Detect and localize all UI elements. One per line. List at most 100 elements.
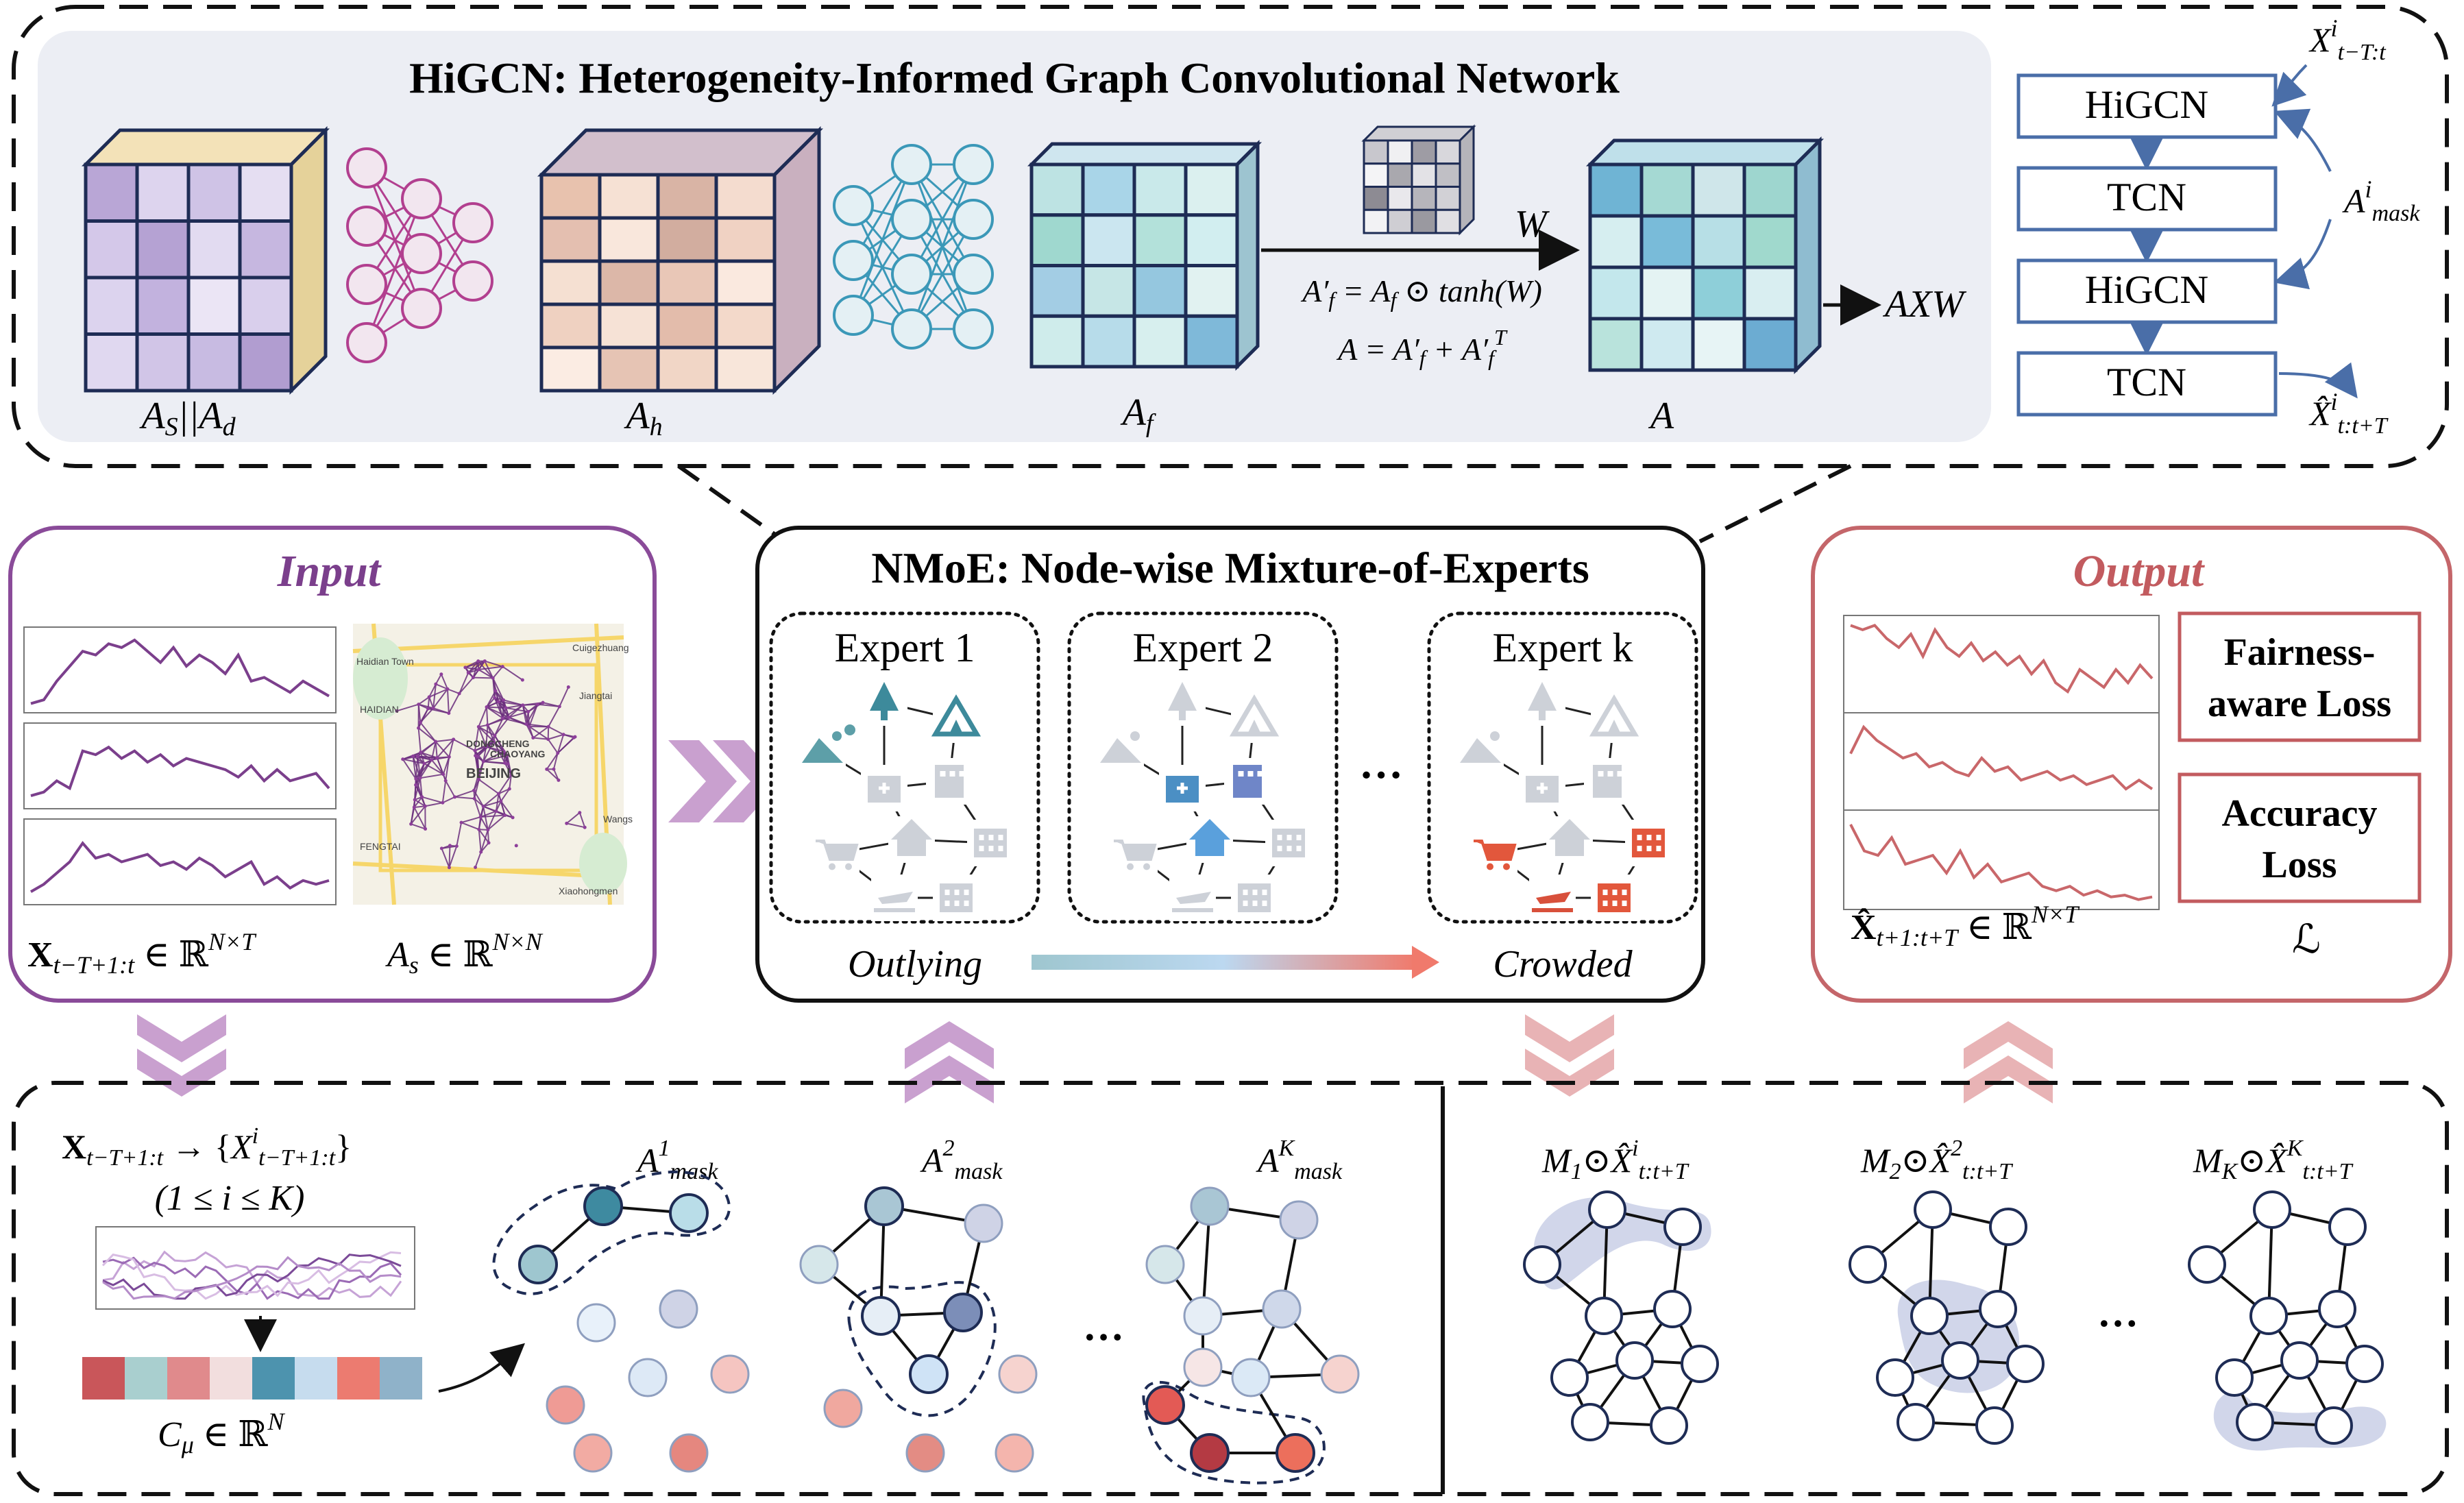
- matrix-cell: [1029, 162, 1085, 217]
- cmu-cell: [337, 1357, 380, 1400]
- cube-af: [1027, 139, 1263, 371]
- matrix-cell: [1435, 186, 1461, 211]
- neuron: [953, 254, 994, 295]
- mask-label: AKmask: [1256, 1136, 1343, 1184]
- matrix-cell: [1184, 213, 1239, 267]
- matrix-cell: [1411, 208, 1437, 234]
- matrix-cell: [1387, 162, 1413, 188]
- graph-node: [1571, 1403, 1609, 1441]
- neuron: [346, 147, 387, 188]
- graph-node: [1279, 1200, 1319, 1240]
- graph-node: [573, 1433, 613, 1473]
- matrix-cell: [1184, 264, 1239, 318]
- house-icon: [891, 819, 932, 856]
- graph-node: [2253, 1190, 2291, 1229]
- matrix-cell: [1411, 162, 1437, 188]
- graph-node: [1910, 1297, 1949, 1335]
- graph-node: [2315, 1406, 2353, 1445]
- map-label: Cuigezhuang: [572, 642, 629, 653]
- map-label: Xiaohongmen: [559, 885, 618, 896]
- label-a: A: [1648, 395, 1674, 437]
- decomp-series: [95, 1226, 415, 1310]
- matrix-cell: [1588, 265, 1644, 321]
- masked-output-graph: M1⊙X̂it:t+T: [1523, 1136, 1719, 1445]
- graph-node: [1914, 1190, 1952, 1229]
- neuron: [953, 308, 994, 350]
- mask-graph-k: AKmask: [1142, 1136, 1360, 1484]
- graph-node: [1523, 1245, 1561, 1284]
- matrix-cell: [1387, 186, 1413, 211]
- higcn-outer-frame: [12, 5, 2449, 468]
- neuron: [401, 233, 442, 274]
- matrix-cell: [1435, 139, 1461, 165]
- fairness-loss-line1: Fairness-: [2224, 631, 2376, 674]
- output-title: Output: [2073, 546, 2205, 596]
- tree-icon: [870, 682, 899, 720]
- cmu-cell: [167, 1357, 210, 1400]
- cmu-cell: [125, 1357, 167, 1400]
- crowded-label: Crowded: [1493, 943, 1633, 986]
- neuron: [891, 308, 932, 350]
- mask-graph-2: A2mask: [799, 1136, 1038, 1473]
- neuron: [833, 240, 874, 281]
- graph-node: [583, 1186, 623, 1226]
- matrix-cell: [135, 276, 191, 336]
- graph-node: [659, 1289, 698, 1329]
- building-icon: [1632, 829, 1665, 857]
- eq-1: A′f = Af ⊙ tanh(W): [1300, 273, 1542, 312]
- matrix-cell: [1742, 214, 1798, 269]
- input-title: Input: [277, 546, 382, 596]
- neuron: [346, 264, 387, 305]
- matrix-cell: [186, 332, 242, 393]
- hospital-icon: [1526, 776, 1559, 803]
- matrix-cell: [656, 259, 718, 306]
- series-line: [102, 1256, 402, 1300]
- house-icon: [1189, 819, 1230, 856]
- graph-node: [909, 1354, 949, 1394]
- nmoe-ellipsis: …: [1359, 739, 1403, 787]
- series-line: [1850, 624, 2154, 694]
- expert-label: Expert 1: [835, 625, 975, 670]
- matrix-cell: [1639, 162, 1695, 218]
- matrix-cell: [1691, 317, 1746, 372]
- series-line: [102, 1250, 402, 1298]
- label-w: W: [1515, 203, 1550, 245]
- stack-block-label: TCN: [2107, 360, 2186, 404]
- mountain-icon: [802, 731, 843, 763]
- loss-symbol: ℒ: [2292, 917, 2321, 962]
- office-icon: [935, 765, 965, 798]
- graph-node: [864, 1186, 904, 1226]
- matrix-cell: [1435, 208, 1461, 234]
- matrix-cell: [1132, 162, 1188, 217]
- matrix-cell: [1029, 264, 1085, 318]
- expert-box: Expert 2: [1067, 611, 1339, 924]
- cmu-cell: [380, 1357, 422, 1400]
- nmoe-title: NMoE: Node-wise Mixture-of-Experts: [871, 543, 1589, 592]
- matrix-cell: [1081, 314, 1136, 369]
- matrix-cell: [539, 345, 602, 393]
- graph-node: [1231, 1358, 1271, 1397]
- graph-node: [710, 1354, 750, 1394]
- gradient-arrow-bar: [1032, 955, 1415, 970]
- graph-node: [1183, 1347, 1223, 1387]
- matrix-cell: [1132, 264, 1188, 318]
- graph-node: [1183, 1296, 1223, 1336]
- stack-block-label: TCN: [2107, 175, 2186, 219]
- matrix-cell: [1132, 213, 1188, 267]
- matrix-cell: [186, 276, 242, 336]
- matrix-cell: [1363, 208, 1389, 234]
- matrix-cell: [84, 219, 139, 280]
- matrix-cell: [135, 162, 191, 223]
- tent-icon: [1589, 694, 1639, 737]
- matrix-cell: [84, 276, 139, 336]
- matrix-cell: [598, 345, 660, 393]
- graph-node: [1145, 1245, 1185, 1284]
- stack-output-label: X̂it:t+T: [2308, 388, 2389, 439]
- expert-box: Expert k: [1427, 611, 1698, 924]
- chevrons-down-input: [137, 1014, 226, 1097]
- graph-node: [1849, 1245, 1887, 1284]
- matrix-cell: [186, 219, 242, 280]
- graph-node: [1975, 1406, 2014, 1445]
- matrix-cell: [1639, 265, 1695, 321]
